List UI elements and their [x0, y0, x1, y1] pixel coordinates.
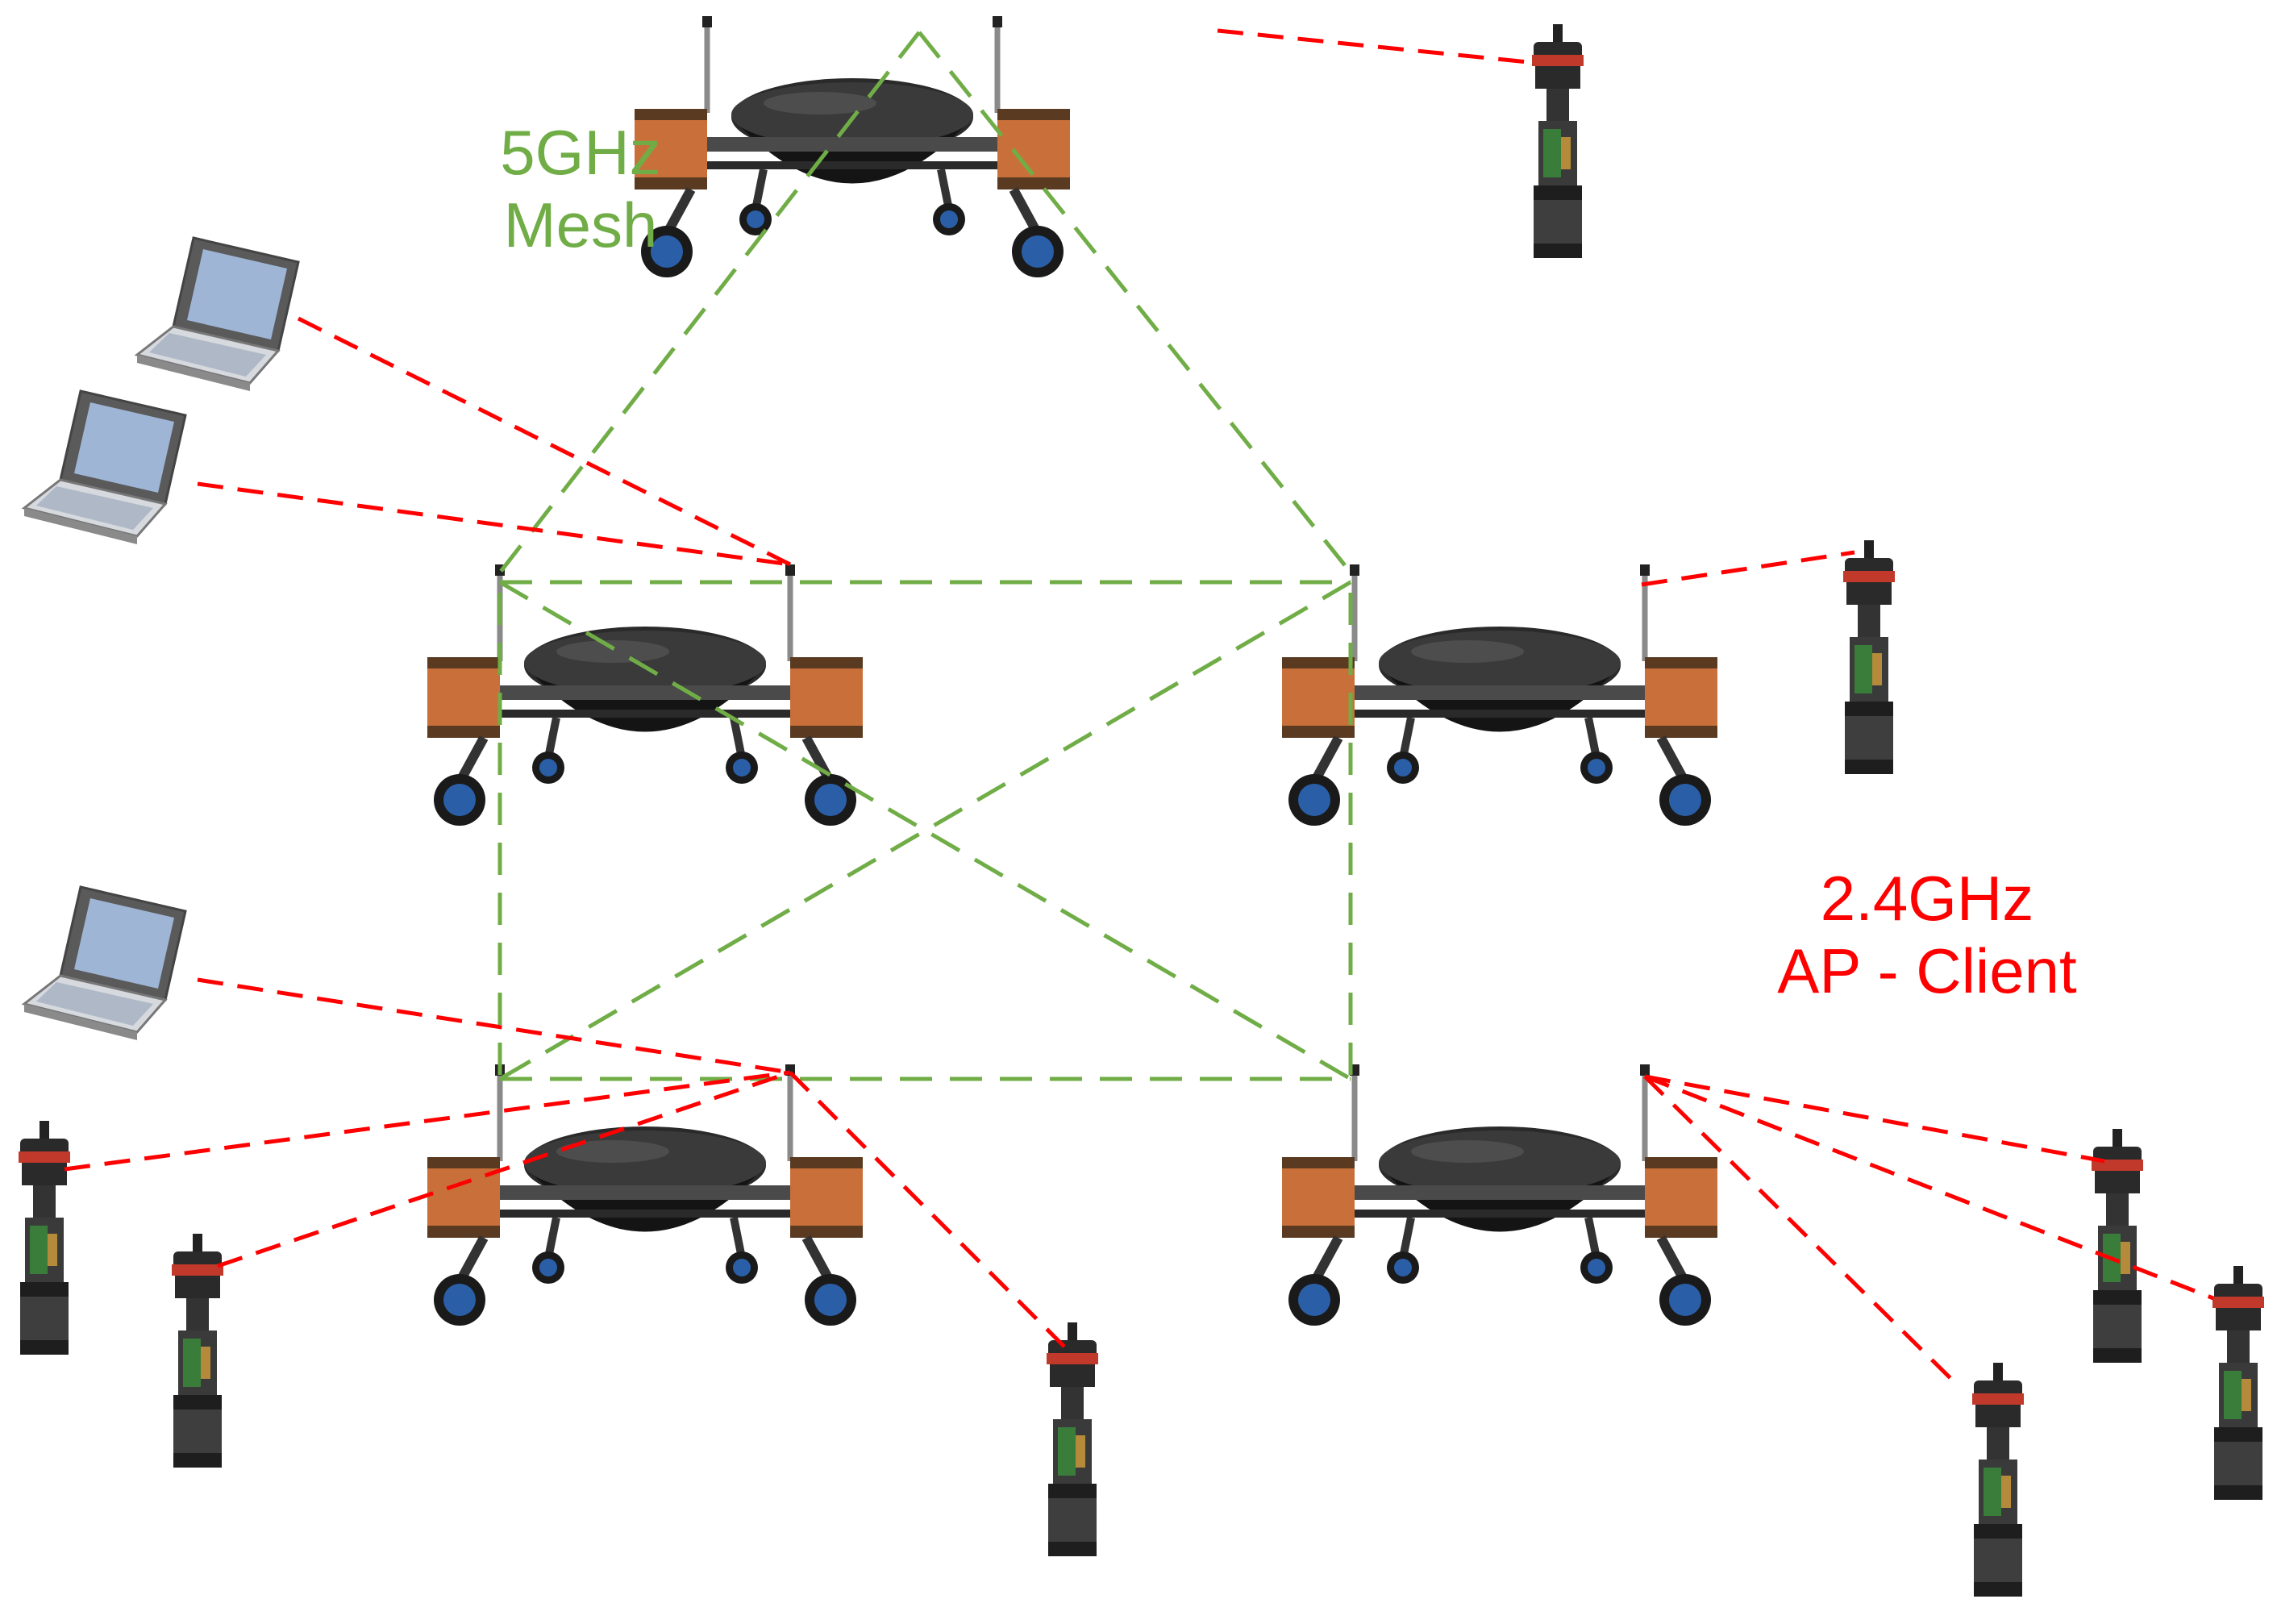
ap-client-label: 2.4GHz AP - Client — [1725, 863, 2129, 1007]
sensor-node-icon — [1972, 1363, 2024, 1597]
sensor-node-icon — [2092, 1129, 2143, 1363]
ap-label-line2: AP - Client — [1777, 935, 2077, 1006]
ap-links — [64, 28, 2214, 1389]
vehicle-middle-left — [427, 564, 863, 826]
vehicle-middle-right — [1282, 564, 1717, 826]
mesh-label-line1: 5GHz — [500, 117, 661, 188]
ap-label-line1: 2.4GHz — [1820, 863, 2034, 934]
sensor-node-icon — [2212, 1266, 2264, 1500]
sensor-node-icon — [1532, 24, 1584, 258]
vehicle-bottom-left — [427, 1064, 863, 1326]
mesh-label: 5GHz Mesh — [452, 117, 710, 261]
sensor-node-icon — [172, 1234, 223, 1468]
laptop-icon — [23, 885, 187, 1042]
sensor-node-icon — [1843, 540, 1895, 774]
sensor-node-icon — [19, 1121, 70, 1355]
laptop-icon — [23, 389, 187, 546]
mesh-links — [497, 31, 1353, 1081]
mesh-label-line2: Mesh — [503, 189, 658, 260]
sensor-node-icon — [1047, 1322, 1098, 1556]
laptop-icon — [135, 236, 300, 393]
vehicle-bottom-right — [1282, 1064, 1717, 1326]
